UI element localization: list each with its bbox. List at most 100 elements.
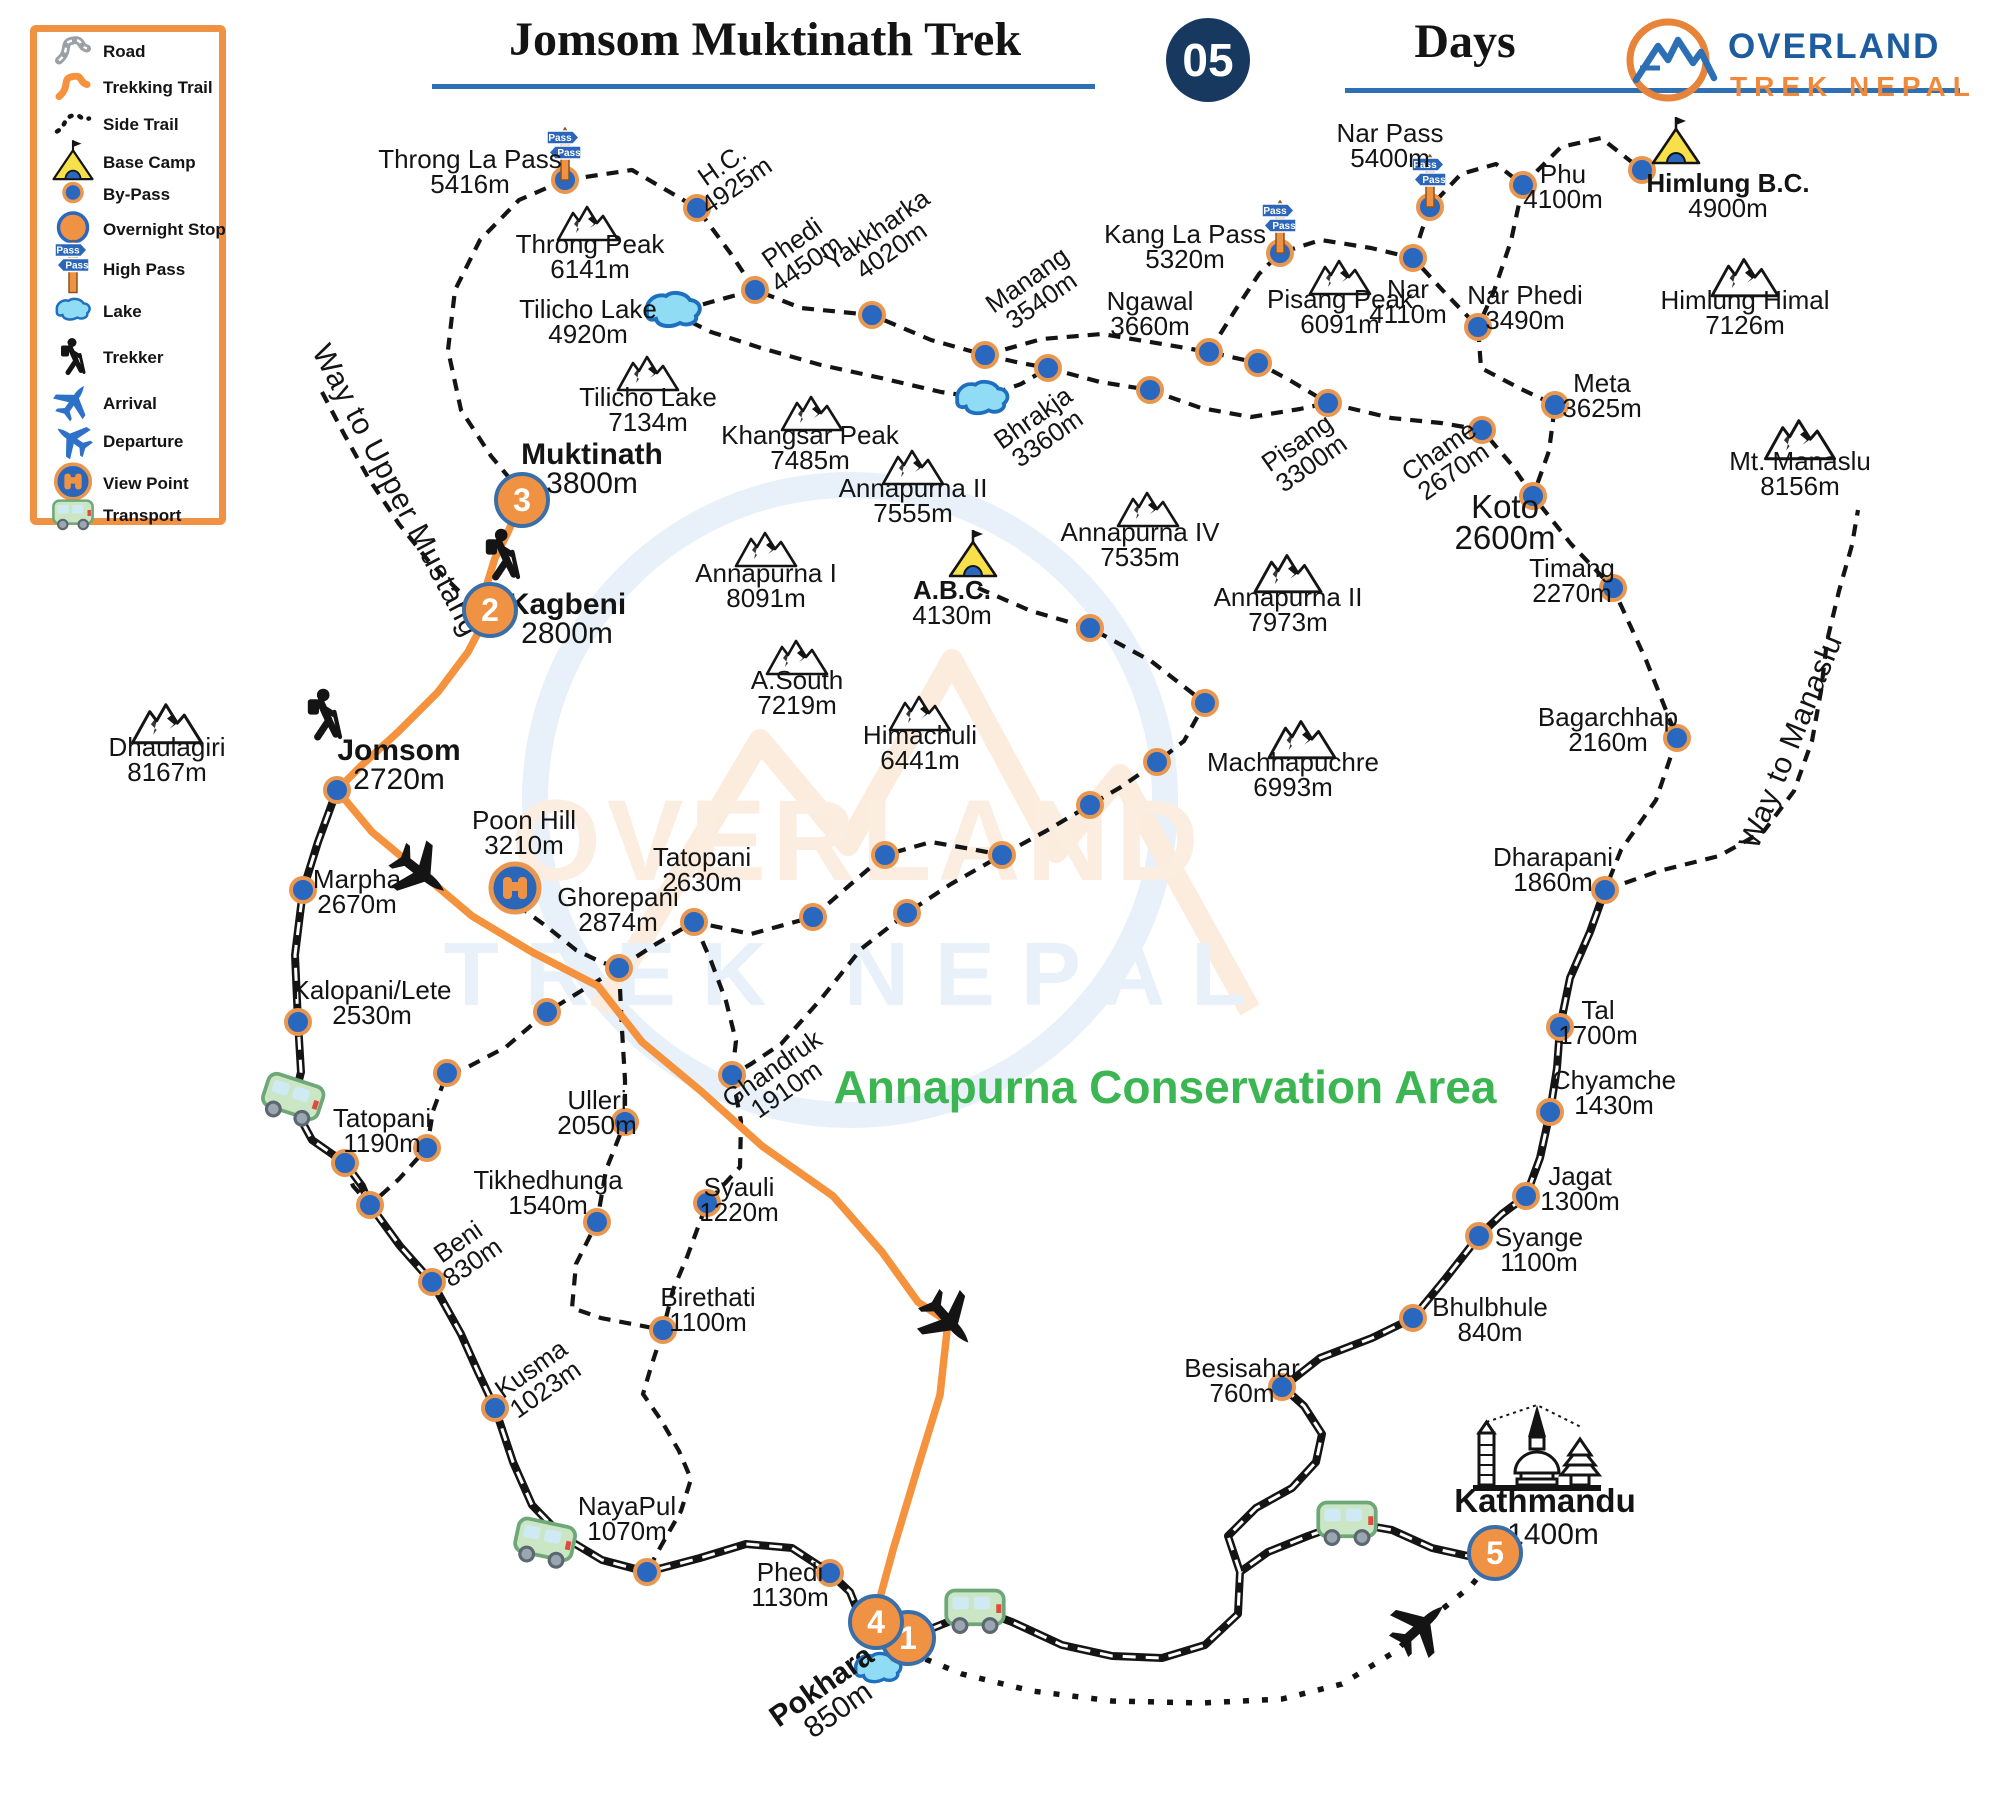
road-dashes (1282, 889, 1607, 1389)
place-elevation: 2874m (578, 907, 658, 937)
overland-trek-nepal-logo: OVERLAND TREK NEPAL (1626, 18, 1977, 102)
by-pass-node (1464, 313, 1492, 341)
place-name: Kathmandu (1454, 1482, 1636, 1519)
watermark: OVERLAND TREK NEPAL (444, 472, 1260, 1128)
title-underline (432, 84, 1095, 89)
transport-bus-icon (509, 1515, 579, 1572)
place-elevation: 6141m (550, 254, 630, 284)
by-pass-node (331, 1149, 359, 1177)
place-label: Kathmandu (1454, 1482, 1636, 1519)
place-elevation: 7973m (1248, 607, 1328, 637)
logo-line2: TREK NEPAL (1730, 71, 1977, 102)
by-pass-node (1509, 171, 1537, 199)
place-name: Mt. Manaslu (1729, 446, 1871, 476)
by-pass-node (356, 1191, 384, 1219)
by-pass-node (413, 1134, 441, 1162)
overnight-stop-number: 4 (867, 1604, 885, 1640)
by-pass-node (893, 899, 921, 927)
place-name: Ngawal (1107, 286, 1194, 316)
flight-route (906, 1554, 1498, 1706)
place-elevation: 2600m (1455, 519, 1556, 556)
conservation-area-label: Annapurna Conservation Area (834, 1061, 1497, 1113)
place-elevation: 7134m (608, 407, 688, 437)
side-trail (1327, 400, 1680, 891)
side-trail-icon (54, 112, 92, 134)
place-elevation: 4100m (1523, 184, 1603, 214)
legend-item-label: Base Camp (103, 153, 196, 172)
road-dashes (291, 789, 873, 1627)
logo-mountain-icon (1632, 36, 1718, 84)
place-name: Muktinath (521, 438, 663, 471)
place-name: Chyamche (1552, 1065, 1676, 1095)
place-elevation: 8167m (127, 757, 207, 787)
by-pass-node (1663, 724, 1691, 752)
place-name: Tilicho Lake (519, 294, 657, 324)
place-elevation: 840m (1457, 1317, 1522, 1347)
by-pass-node (1314, 389, 1342, 417)
transport-bus-icon (256, 1069, 328, 1131)
place-name: NayaPul (578, 1491, 676, 1521)
place-elevation: 2630m (662, 867, 742, 897)
place-elevation: 1220m (699, 1197, 779, 1227)
by-pass-node (1465, 1222, 1493, 1250)
by-pass-node (605, 954, 633, 982)
place-elevation: 6441m (880, 745, 960, 775)
place-name: Annapurna I (695, 558, 837, 588)
by-pass-node (1536, 1098, 1564, 1126)
place-elevation: 4110m (1369, 299, 1447, 329)
place-name: Tikhedhunga (473, 1165, 623, 1195)
place-elevation: 4900m (1688, 193, 1768, 223)
place-name: Khangsar Peak (721, 420, 900, 450)
by-pass-node (1268, 1373, 1296, 1401)
legend-item-label: Transport (103, 506, 182, 525)
by-pass-node (533, 998, 561, 1026)
side-trail (1476, 184, 1526, 328)
transport-bus-icon (944, 1588, 1006, 1635)
place-name: Tatopani (333, 1103, 431, 1133)
place-name: Koto (1471, 488, 1539, 525)
place-elevation: 1300m (1540, 1186, 1620, 1216)
base-camp-icon (52, 139, 94, 181)
legend-item-label: Trekker (103, 348, 164, 367)
kathmandu-skyline-icon (1471, 1403, 1603, 1493)
by-pass-node (1628, 156, 1656, 184)
place-name: 1400m (1507, 1518, 1599, 1551)
overnight-stop-number: 1 (899, 1620, 917, 1656)
place-name: Bagarchhap (1538, 702, 1678, 732)
base-camp-icon (1651, 115, 1701, 165)
overnight-stop-3 (494, 472, 550, 528)
road-icon (47, 35, 99, 70)
legend-item-label: High Pass (103, 260, 186, 279)
overnight-stop-number: 5 (1486, 1535, 1504, 1571)
by-pass-node (1076, 791, 1104, 819)
place-elevation: 8156m (1760, 471, 1840, 501)
days-count-badge: 05 (1166, 18, 1250, 102)
side-trail (320, 391, 492, 612)
place-elevation: 6993m (1253, 772, 1333, 802)
place-name: Throng Peak (516, 229, 666, 259)
place-name: Himlung B.C. (1646, 168, 1809, 198)
legend-item-label: View Point (103, 474, 189, 493)
legend-item-label: Lake (103, 302, 142, 321)
side-trail (692, 921, 739, 1076)
place-name: Annapurna IV (1060, 517, 1220, 547)
